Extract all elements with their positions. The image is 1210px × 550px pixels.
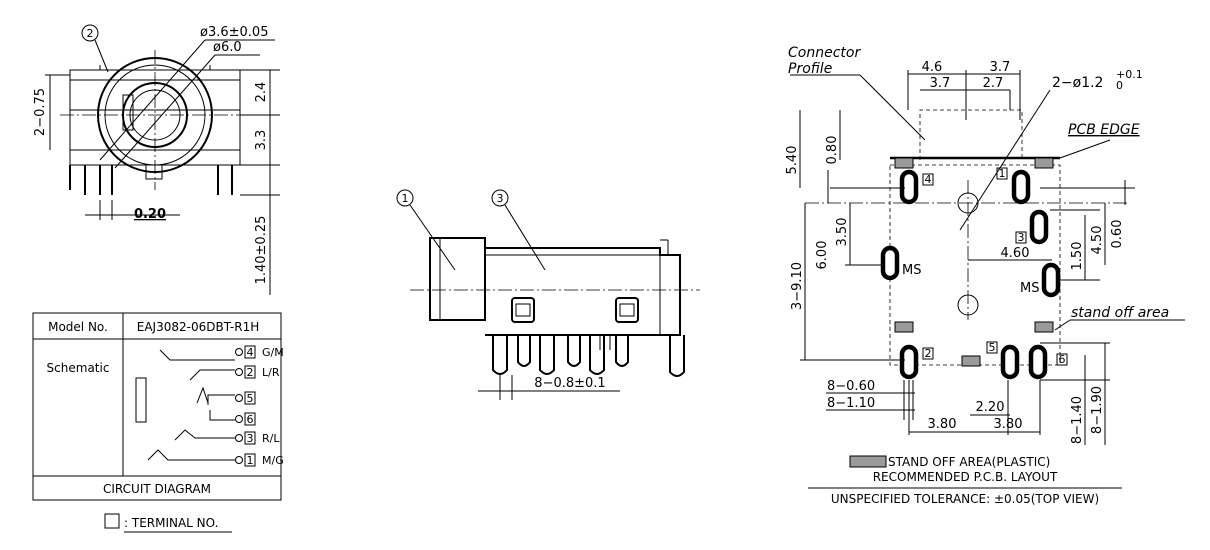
terminal-label: G/M [262, 346, 284, 359]
terminal-num: 3 [247, 432, 254, 445]
front-view [45, 24, 280, 295]
dim-hole-tol-bottom: 0 [1116, 79, 1123, 92]
dim-3-7-top: 3.7 [990, 60, 1011, 75]
stand-off-area-label: stand off area [1071, 305, 1169, 321]
dim-4-50: 4.50 [1090, 226, 1105, 255]
model-value: EAJ3082-06DBT-R1H [137, 320, 260, 334]
ms-label-left: MS [902, 263, 921, 278]
dim-6-00: 6.00 [815, 241, 830, 270]
dim-8-1-90: 8−1.90 [1090, 386, 1105, 434]
legend-layout-text: RECOMMENDED P.C.B. LAYOUT [873, 470, 1058, 484]
terminal-num: 5 [247, 392, 254, 405]
pcb-layout [790, 70, 1185, 489]
callout-3: 3 [497, 192, 504, 205]
pad-4 [899, 169, 919, 205]
dim-8-1-10: 8−1.10 [827, 396, 875, 411]
legend-swatch [849, 455, 887, 468]
terminal-label: M/G [262, 454, 284, 467]
terminal-4: 4 [925, 173, 932, 186]
dim-3-7: 3.7 [930, 76, 951, 91]
terminal-6: 6 [1059, 353, 1066, 366]
circuit-diagram-label: CIRCUIT DIAGRAM [103, 482, 211, 496]
tolerance-note: UNSPECIFIED TOLERANCE: ±0.05(TOP VIEW) [831, 492, 1099, 506]
connector-profile-label: Connector [788, 45, 861, 61]
dim-hole-tol-top: +0.1 [1116, 68, 1143, 81]
dim-2-7: 2.7 [983, 76, 1004, 91]
dim-8-0-60: 8−0.60 [827, 379, 875, 394]
pad-5 [1000, 344, 1020, 380]
dim-2-20: 2.20 [976, 400, 1005, 415]
terminal-2: 2 [925, 347, 932, 360]
dim-3-3: 3.3 [254, 130, 269, 151]
ms-label-right: MS [1020, 281, 1039, 296]
dim-0-20: 0.20 [134, 207, 166, 222]
dim-8-1-40: 8−1.40 [1070, 396, 1085, 444]
model-label: Model No. [48, 320, 108, 334]
dim-hole-diameter: ø3.6±0.05 [200, 25, 268, 40]
pad-3 [1029, 209, 1049, 245]
callout-1-circle [396, 189, 414, 207]
pad-6 [1028, 344, 1048, 380]
pad-1 [1011, 169, 1031, 205]
dim-hole-pcb: 2−ø1.2 [1052, 75, 1103, 91]
terminal-num: 4 [247, 346, 254, 359]
terminal-5: 5 [989, 341, 996, 354]
terminal-legend: : TERMINAL NO. [124, 516, 218, 530]
terminal-num: 6 [247, 413, 254, 426]
terminal-label: L/R [262, 366, 280, 379]
dim-1-40: 1.40±0.25 [254, 216, 269, 285]
dim-3-9-10: 3−9.10 [790, 262, 805, 310]
standoff-pad [1034, 321, 1054, 333]
dim-2-4: 2.4 [254, 82, 269, 103]
terminal-label: R/L [262, 432, 280, 445]
dim-2-075: 2−0.75 [33, 88, 48, 136]
terminal-num: 1 [247, 454, 254, 467]
dim-outer-diameter: ø6.0 [213, 40, 242, 55]
dim-1-50: 1.50 [1070, 242, 1085, 271]
pad-ms-left [880, 245, 900, 281]
standoff-pad [894, 157, 914, 169]
circuit-table [32, 312, 282, 533]
dim-3-50: 3.50 [835, 218, 850, 247]
standoff-pad [894, 321, 914, 333]
pcb-edge-label: PCB EDGE [1068, 122, 1140, 138]
connector-profile-label-2: Profile [788, 61, 832, 77]
callout-1: 1 [402, 192, 409, 205]
callout-3-circle [491, 189, 509, 207]
dim-5-40: 5.40 [785, 146, 800, 175]
schematic-label: Schematic [47, 361, 110, 375]
callout-2: 2 [87, 27, 94, 40]
standoff-pad [961, 355, 981, 367]
pad-2 [899, 344, 919, 380]
dim-pin-pitch: 8−0.8±0.1 [534, 376, 605, 391]
dim-0-60: 0.60 [1110, 220, 1125, 249]
callout-2-circle [81, 24, 99, 42]
dim-4-6: 4.6 [922, 60, 943, 75]
terminal-1: 1 [999, 167, 1006, 180]
terminal-3: 3 [1018, 231, 1025, 244]
dim-3-80-left: 3.80 [928, 417, 957, 432]
dim-4-60: 4.60 [1001, 246, 1030, 261]
terminal-num: 2 [247, 366, 254, 379]
side-view [396, 189, 700, 400]
standoff-pad [1034, 157, 1054, 169]
dim-3-80-right: 3.80 [994, 417, 1023, 432]
legend-standoff-text: STAND OFF AREA(PLASTIC) [888, 455, 1050, 469]
dim-0-80: 0.80 [825, 136, 840, 165]
pad-ms-right [1041, 262, 1061, 298]
